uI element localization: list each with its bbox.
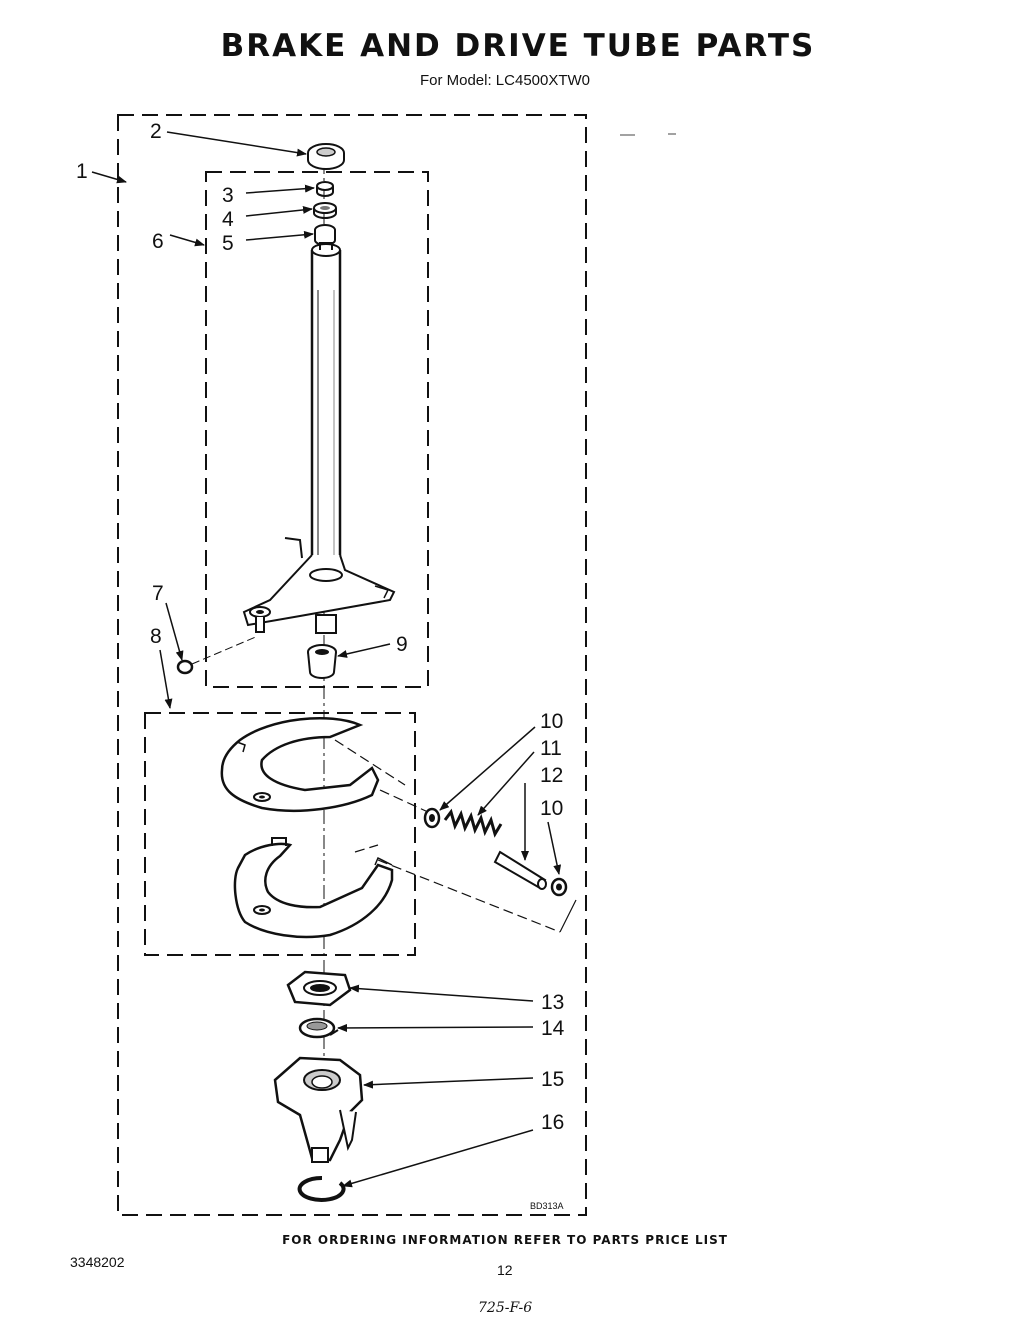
part-13-plate	[286, 970, 352, 1007]
callout-14: 14	[541, 1017, 565, 1040]
part-9-bushing	[307, 644, 337, 679]
callout-11: 11	[540, 737, 562, 760]
leader-10-lower	[547, 821, 562, 875]
document-number: 3348202	[70, 1254, 125, 1270]
leader-1	[91, 171, 127, 184]
callout-10-upper: 10	[540, 710, 563, 733]
leader-15	[363, 1077, 534, 1089]
part-10-washer-upper	[423, 807, 441, 829]
callout-2: 2	[150, 120, 162, 143]
leader-16	[342, 1129, 534, 1188]
assembly-box-6	[205, 171, 429, 688]
leader-10-upper	[439, 726, 536, 811]
part-4-ring	[313, 202, 337, 219]
part-15-bracket	[273, 1056, 364, 1163]
page-title: BRAKE AND DRIVE TUBE PARTS	[220, 28, 816, 64]
leader-3	[245, 184, 315, 194]
callout-10-lower: 10	[540, 797, 563, 820]
callout-12: 12	[540, 764, 563, 787]
part-3-ring	[316, 181, 334, 197]
handwritten-note: 725-F-6	[478, 1300, 533, 1316]
leader-11	[477, 751, 535, 816]
extension-line-corner	[559, 899, 577, 933]
callout-9: 9	[396, 633, 408, 656]
diagram-code: BD313A	[530, 1201, 564, 1211]
part-16-retaining-ring	[297, 1175, 346, 1202]
callout-16: 16	[541, 1111, 564, 1134]
ordering-note: FOR ORDERING INFORMATION REFER TO PARTS …	[282, 1233, 728, 1247]
page-number: 12	[497, 1262, 513, 1278]
leader-14	[337, 1023, 534, 1032]
model-subtitle: For Model: LC4500XTW0	[419, 72, 591, 89]
part-2-seal	[307, 143, 345, 170]
extension-line-upper	[334, 739, 406, 786]
leader-5	[245, 230, 314, 241]
extension-line-upper-b	[379, 789, 429, 813]
leader-7	[165, 602, 184, 661]
callout-13: 13	[541, 991, 564, 1014]
callout-3: 3	[222, 184, 234, 207]
assembly-box-8	[144, 712, 416, 956]
part-11-spring	[443, 808, 503, 838]
leader-6	[169, 234, 205, 247]
part-8-upper-brake-shoe	[220, 716, 380, 813]
extension-line-top	[354, 844, 379, 853]
callout-5: 5	[222, 232, 234, 255]
part-12-pin	[493, 850, 547, 890]
callout-4: 4	[222, 208, 234, 231]
callout-15: 15	[541, 1068, 564, 1091]
part-8-lower-brake-shoe	[233, 837, 394, 939]
leader-13	[349, 984, 534, 1002]
leader-2	[166, 131, 307, 157]
part-7-clip	[176, 635, 259, 675]
part-6-drive-tube	[242, 242, 396, 634]
callout-8: 8	[150, 625, 162, 648]
extension-line-lower	[377, 859, 561, 933]
part-5-bushing	[314, 224, 336, 246]
leader-4	[245, 205, 313, 217]
callout-1: 1	[76, 160, 88, 183]
leader-8	[159, 649, 173, 709]
assembly-box-1	[117, 114, 587, 1216]
leader-9	[337, 643, 391, 658]
part-14-ring	[298, 1017, 339, 1039]
callout-7: 7	[152, 582, 164, 605]
part-10-washer-lower	[550, 877, 568, 897]
callout-6: 6	[152, 230, 164, 253]
